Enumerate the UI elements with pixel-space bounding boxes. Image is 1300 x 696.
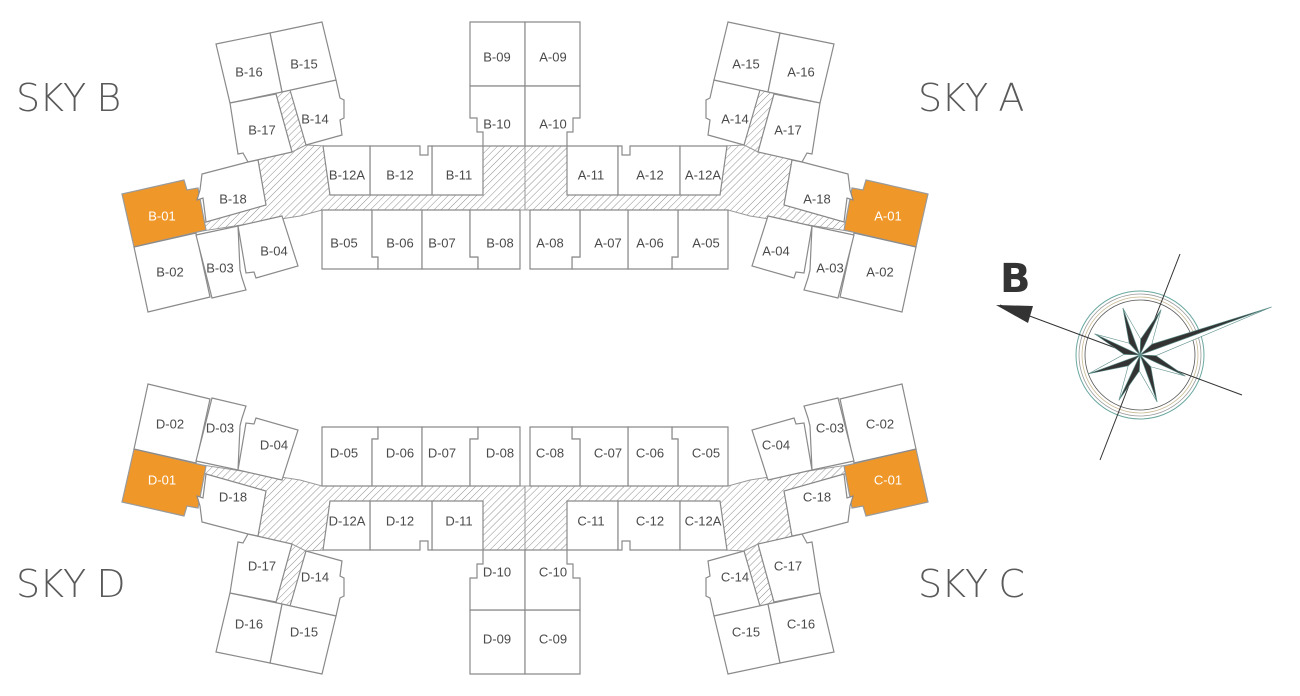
unit-d-02[interactable]: [133, 383, 211, 464]
compass-rose-icon: [996, 253, 1272, 461]
unit-c-11[interactable]: [566, 500, 619, 551]
unit-a-09[interactable]: [524, 21, 581, 87]
unit-c-16[interactable]: [767, 592, 835, 664]
unit-c-10[interactable]: [524, 549, 581, 611]
unit-b-14[interactable]: [289, 79, 345, 146]
unit-a-11[interactable]: [566, 145, 619, 196]
unit-a-12a[interactable]: [679, 145, 728, 196]
unit-a-05[interactable]: [671, 209, 729, 270]
tower-label-sky-c: SKY C: [918, 562, 1025, 606]
unit-b-10[interactable]: [469, 85, 526, 147]
unit-d-08[interactable]: [469, 426, 521, 487]
unit-a-06[interactable]: [627, 209, 679, 270]
unit-a-12[interactable]: [617, 145, 681, 196]
unit-d-18[interactable]: [196, 473, 267, 537]
unit-b-16[interactable]: [215, 32, 283, 104]
unit-d-12[interactable]: [369, 500, 433, 551]
unit-a-10[interactable]: [524, 85, 581, 147]
unit-d-16[interactable]: [215, 592, 283, 664]
unit-b-06[interactable]: [371, 209, 423, 270]
unit-c-18[interactable]: [783, 473, 854, 537]
unit-c-04[interactable]: [751, 417, 813, 481]
north-arrow-icon: [996, 305, 1033, 323]
compass-direction-letter: B: [1000, 256, 1031, 302]
unit-a-08[interactable]: [529, 209, 581, 270]
unit-d-06[interactable]: [371, 426, 423, 487]
unit-c-12[interactable]: [617, 500, 681, 551]
unit-d-14[interactable]: [289, 550, 345, 617]
unit-c-06[interactable]: [627, 426, 679, 487]
unit-b-12[interactable]: [369, 145, 433, 196]
unit-d-05[interactable]: [321, 426, 379, 487]
units: [121, 21, 929, 675]
unit-b-08[interactable]: [469, 209, 521, 270]
tower-label-sky-a: SKY A: [918, 76, 1024, 120]
unit-d-04[interactable]: [237, 417, 299, 481]
unit-b-12a[interactable]: [322, 145, 371, 196]
corridors: [193, 74, 857, 622]
unit-d-11[interactable]: [431, 500, 484, 551]
unit-a-14[interactable]: [705, 79, 761, 146]
tower-label-sky-d: SKY D: [16, 562, 126, 606]
unit-d-12a[interactable]: [322, 500, 371, 551]
unit-b-04[interactable]: [237, 215, 299, 279]
unit-c-14[interactable]: [705, 550, 761, 617]
unit-b-18[interactable]: [196, 159, 267, 223]
unit-a-18[interactable]: [783, 159, 854, 223]
unit-a-02[interactable]: [839, 232, 917, 313]
tower-label-sky-b: SKY B: [16, 76, 121, 120]
unit-b-05[interactable]: [321, 209, 379, 270]
unit-c-05[interactable]: [671, 426, 729, 487]
unit-c-02[interactable]: [839, 383, 917, 464]
unit-c-08[interactable]: [529, 426, 581, 487]
unit-a-04[interactable]: [751, 215, 813, 279]
unit-b-11[interactable]: [431, 145, 484, 196]
unit-c-12a[interactable]: [679, 500, 728, 551]
unit-b-02[interactable]: [133, 232, 211, 313]
unit-a-16[interactable]: [767, 32, 835, 104]
unit-b-09[interactable]: [469, 21, 526, 87]
unit-d-10[interactable]: [469, 549, 526, 611]
unit-d-09[interactable]: [469, 609, 526, 675]
unit-c-09[interactable]: [524, 609, 581, 675]
